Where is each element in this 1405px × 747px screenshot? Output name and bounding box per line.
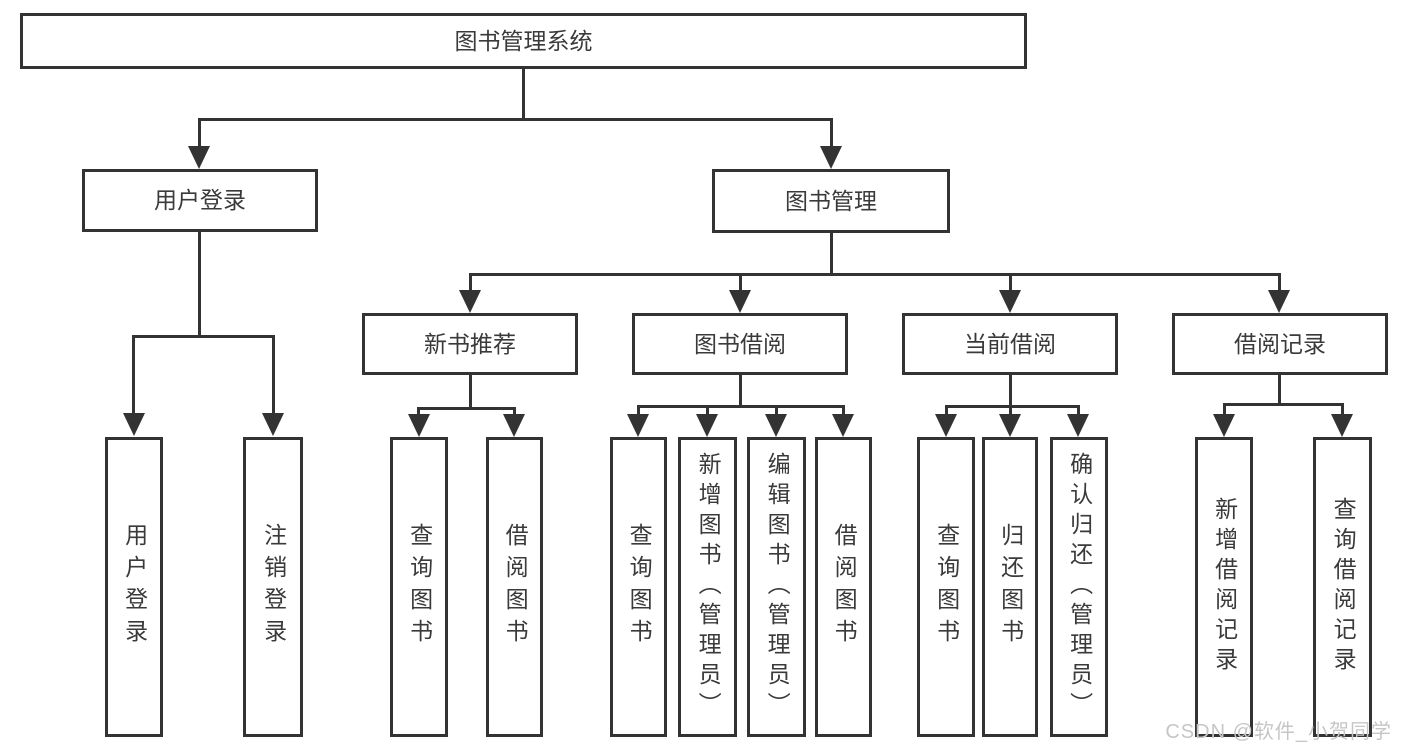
connector-line — [1009, 273, 1012, 293]
leaf-add-borrow-record: 新增借阅记录 — [1195, 437, 1253, 737]
connector-line — [842, 405, 845, 415]
arrowhead-down-icon — [188, 146, 210, 169]
node-label: 借阅图书 — [831, 523, 858, 651]
node-label: 查询图书 — [933, 523, 960, 651]
connector-line — [272, 335, 275, 416]
node-label: 注销登录 — [260, 523, 287, 651]
leaf-query-books-current: 查询图书 — [917, 437, 975, 737]
connector-line — [739, 375, 742, 405]
leaf-logout: 注销登录 — [243, 437, 303, 737]
connector-line — [945, 405, 948, 415]
node-user-login: 用户登录 — [82, 169, 318, 232]
connector-line — [1278, 375, 1281, 403]
leaf-query-books-recommend: 查询图书 — [390, 437, 448, 737]
arrowhead-down-icon — [1213, 414, 1235, 437]
connector-line — [513, 407, 516, 417]
connector-line — [775, 405, 778, 415]
node-book-management: 图书管理 — [712, 169, 950, 233]
node-label: 查询借阅记录 — [1330, 497, 1357, 677]
connector-line — [739, 273, 742, 293]
arrowhead-down-icon — [262, 413, 284, 436]
arrowhead-down-icon — [765, 414, 787, 437]
node-label: 当前借阅 — [964, 330, 1056, 357]
node-label: 图书借阅 — [694, 330, 786, 357]
arrowhead-down-icon — [123, 413, 145, 436]
arrowhead-down-icon — [999, 414, 1021, 437]
arrowhead-down-icon — [935, 414, 957, 437]
connector-line — [830, 233, 833, 273]
node-label: 查询图书 — [626, 523, 653, 651]
node-current-borrowing: 当前借阅 — [902, 313, 1118, 375]
connector-line — [1077, 405, 1080, 415]
connector-line — [637, 405, 640, 415]
connector-line — [469, 273, 1281, 276]
node-label: 归还图书 — [997, 523, 1024, 651]
arrowhead-down-icon — [820, 146, 842, 169]
node-label: 查询图书 — [406, 523, 433, 651]
connector-line — [469, 375, 472, 407]
connector-line — [1009, 375, 1012, 405]
connector-line — [522, 69, 525, 118]
arrowhead-down-icon — [503, 414, 525, 437]
node-book-borrowing: 图书借阅 — [632, 313, 848, 375]
node-label: 图书管理系统 — [454, 27, 593, 54]
node-library-management-system: 图书管理系统 — [20, 13, 1027, 69]
arrowhead-down-icon — [1067, 414, 1089, 437]
connector-line — [637, 405, 844, 408]
leaf-edit-books-admin: 编辑图书（管理员） — [747, 437, 806, 737]
connector-line — [706, 405, 709, 415]
connector-line — [1223, 403, 1226, 415]
connector-line — [132, 335, 135, 416]
arrowhead-down-icon — [627, 414, 649, 437]
connector-line — [1341, 403, 1344, 415]
leaf-borrow-books-borrowing: 借阅图书 — [815, 437, 872, 737]
node-label: 新增图书（管理员） — [695, 452, 722, 722]
connector-line — [417, 407, 420, 417]
node-borrow-records: 借阅记录 — [1172, 313, 1388, 375]
node-label: 确认归还（管理员） — [1066, 452, 1093, 722]
arrowhead-down-icon — [459, 290, 481, 313]
connector-line — [1009, 405, 1012, 415]
connector-line — [1223, 403, 1343, 406]
arrowhead-down-icon — [729, 290, 751, 313]
csdn-watermark: CSDN @软件_小贺同学 — [1165, 721, 1392, 743]
connector-line — [198, 118, 201, 149]
node-label: 借阅记录 — [1234, 330, 1326, 357]
leaf-query-borrow-record: 查询借阅记录 — [1313, 437, 1372, 737]
connector-line — [945, 405, 1080, 408]
arrowhead-down-icon — [408, 414, 430, 437]
arrowhead-down-icon — [1268, 290, 1290, 313]
node-label: 新书推荐 — [424, 330, 516, 357]
leaf-return-books: 归还图书 — [982, 437, 1038, 737]
node-label: 用户登录 — [154, 187, 246, 213]
leaf-borrow-books-recommend: 借阅图书 — [486, 437, 543, 737]
arrowhead-down-icon — [696, 414, 718, 437]
leaf-confirm-return-admin: 确认归还（管理员） — [1050, 437, 1108, 737]
connector-line — [1278, 273, 1281, 293]
leaf-query-books-borrowing: 查询图书 — [610, 437, 667, 737]
connector-line — [198, 232, 201, 335]
leaf-user-login: 用户登录 — [105, 437, 163, 737]
connector-line — [417, 407, 515, 410]
node-label: 新增借阅记录 — [1211, 497, 1238, 677]
node-label: 图书管理 — [785, 187, 877, 214]
connector-line — [198, 118, 832, 121]
node-label: 借阅图书 — [502, 523, 529, 651]
connector-line — [830, 118, 833, 149]
node-label: 编辑图书（管理员） — [764, 452, 791, 722]
node-label: 用户登录 — [121, 523, 148, 651]
leaf-add-books-admin: 新增图书（管理员） — [678, 437, 737, 737]
arrowhead-down-icon — [999, 290, 1021, 313]
connector-line — [132, 335, 274, 338]
arrowhead-down-icon — [1331, 414, 1353, 437]
connector-line — [469, 273, 472, 293]
node-new-book-recommend: 新书推荐 — [362, 313, 578, 375]
arrowhead-down-icon — [832, 414, 854, 437]
